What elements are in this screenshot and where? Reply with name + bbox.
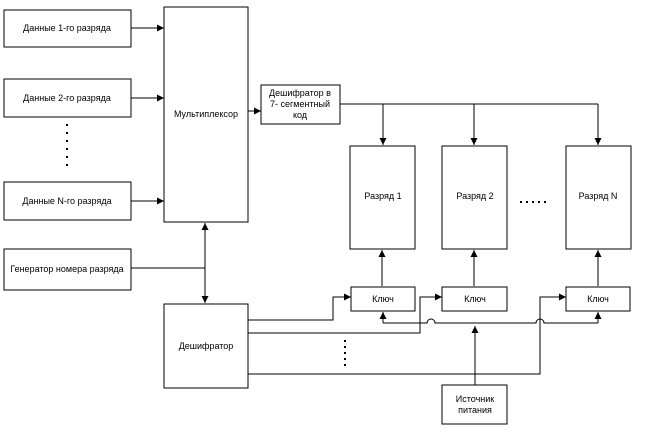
label-data1: Данные 1-го разряда [23, 23, 111, 33]
block-decoder: Дешифратор [163, 303, 249, 389]
block-data2: Данные 2-го разряда [3, 78, 132, 118]
ellipsis-data-inputs [66, 124, 68, 166]
label-dataN: Данные N-го разряда [22, 196, 111, 206]
label-segdecoder-1: Дешифратор в [269, 88, 331, 98]
label-segdecoder-3: код [293, 110, 308, 120]
block-7segment-decoder: Дешифратор в 7- сегментный код [260, 84, 341, 125]
block-digit-N: Разряд N [565, 145, 632, 250]
label-multiplexer: Мультиплексор [174, 109, 238, 119]
label-generator: Генератор номера разряда [10, 264, 123, 274]
label-decoder: Дешифратор [179, 341, 234, 351]
block-generator: Генератор номера разряда [3, 248, 132, 291]
label-digit-1: Разряд 1 [364, 191, 401, 201]
ellipsis-decoder-outputs [344, 340, 346, 366]
ellipsis-digits [520, 201, 546, 203]
block-key-2: Ключ [441, 286, 508, 312]
block-digit-2: Разряд 2 [441, 145, 508, 250]
label-data2: Данные 2-го разряда [23, 93, 111, 103]
label-key-N: Ключ [587, 294, 609, 304]
label-key-2: Ключ [464, 294, 486, 304]
wire-decoder-key1 [248, 293, 351, 321]
label-digit-2: Разряд 2 [456, 191, 493, 201]
block-key-N: Ключ [565, 286, 631, 312]
block-key-1: Ключ [350, 286, 416, 312]
label-digit-N: Разряд N [579, 191, 618, 201]
label-segdecoder-2: 7- сегментный [270, 99, 330, 109]
label-key-1: Ключ [372, 294, 394, 304]
wire-decoder-key2 [248, 293, 442, 334]
block-power-supply: Источник питания [441, 384, 508, 425]
block-digit-1: Разряд 1 [349, 145, 416, 250]
wire-decoder-keyN [248, 293, 566, 375]
block-multiplexer: Мультиплексор [163, 6, 249, 223]
block-dataN: Данные N-го разряда [3, 181, 132, 221]
label-power-2: питания [458, 405, 492, 415]
label-power-1: Источник [456, 394, 494, 404]
wire-power-bus [383, 318, 598, 324]
connections [131, 24, 602, 385]
block-data1: Данные 1-го разряда [3, 9, 132, 48]
